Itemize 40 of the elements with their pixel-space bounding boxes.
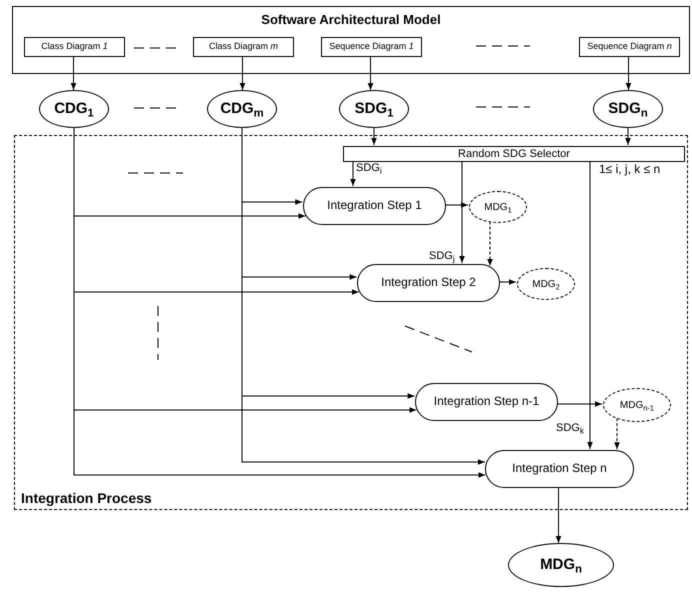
dashed-ellipse: MDG$_{n-1}$ [603, 388, 671, 422]
ellipse-node: CDG$_{m}$ [207, 90, 277, 128]
note-text: 1≤ i, j, k ≤ n [598, 162, 662, 176]
dashed-frame [14, 135, 688, 510]
arrow [587, 160, 593, 450]
process-box: Integration Step n-1 [415, 383, 558, 421]
arrow [625, 128, 631, 146]
edge-label: SDG$_{k}$ [555, 422, 585, 434]
arrow [240, 56, 246, 90]
arrow [498, 279, 517, 285]
group-title: Integration Process [21, 490, 152, 506]
dashed-arrow [487, 221, 493, 266]
dashed-arrow [614, 418, 620, 450]
arrow [371, 128, 377, 146]
ellipse-node: SDG$_{n}$ [593, 90, 663, 128]
arrow [70, 56, 76, 90]
edge-label: SDG$_{i}$ [355, 162, 383, 174]
diagram-frame [12, 6, 690, 74]
arrow [444, 202, 469, 208]
selector-box: Random SDG Selector [343, 146, 685, 162]
process-box: Integration Step n [485, 450, 634, 488]
process-box: Integration Step 1 [303, 187, 446, 225]
dashed-ellipse: MDG$_{2}$ [517, 268, 575, 300]
arrow [626, 56, 632, 90]
edge-label: SDG$_{j}$ [428, 250, 456, 262]
process-box: Integration Step 2 [357, 264, 500, 302]
arrow [368, 56, 374, 91]
diagram-box: Class Diagram 1 [24, 37, 125, 57]
ellipse-node: SDG$_{1}$ [339, 90, 409, 128]
dashed-ellipse: MDG$_{1}$ [469, 191, 527, 223]
arrow [556, 401, 602, 407]
arrow [556, 486, 562, 544]
ellipse-node: CDG$_{1}$ [39, 90, 109, 128]
diagram-box: Sequence Diagram n [579, 37, 680, 57]
arrow [350, 160, 356, 186]
arrow [459, 160, 465, 264]
ellipse-node: MDG$_{n}$ [508, 543, 614, 587]
group-title: Software Architectural Model [260, 13, 442, 28]
diagram-box: Sequence Diagram 1 [321, 37, 422, 57]
diagram-box: Class Diagram m [193, 37, 294, 57]
